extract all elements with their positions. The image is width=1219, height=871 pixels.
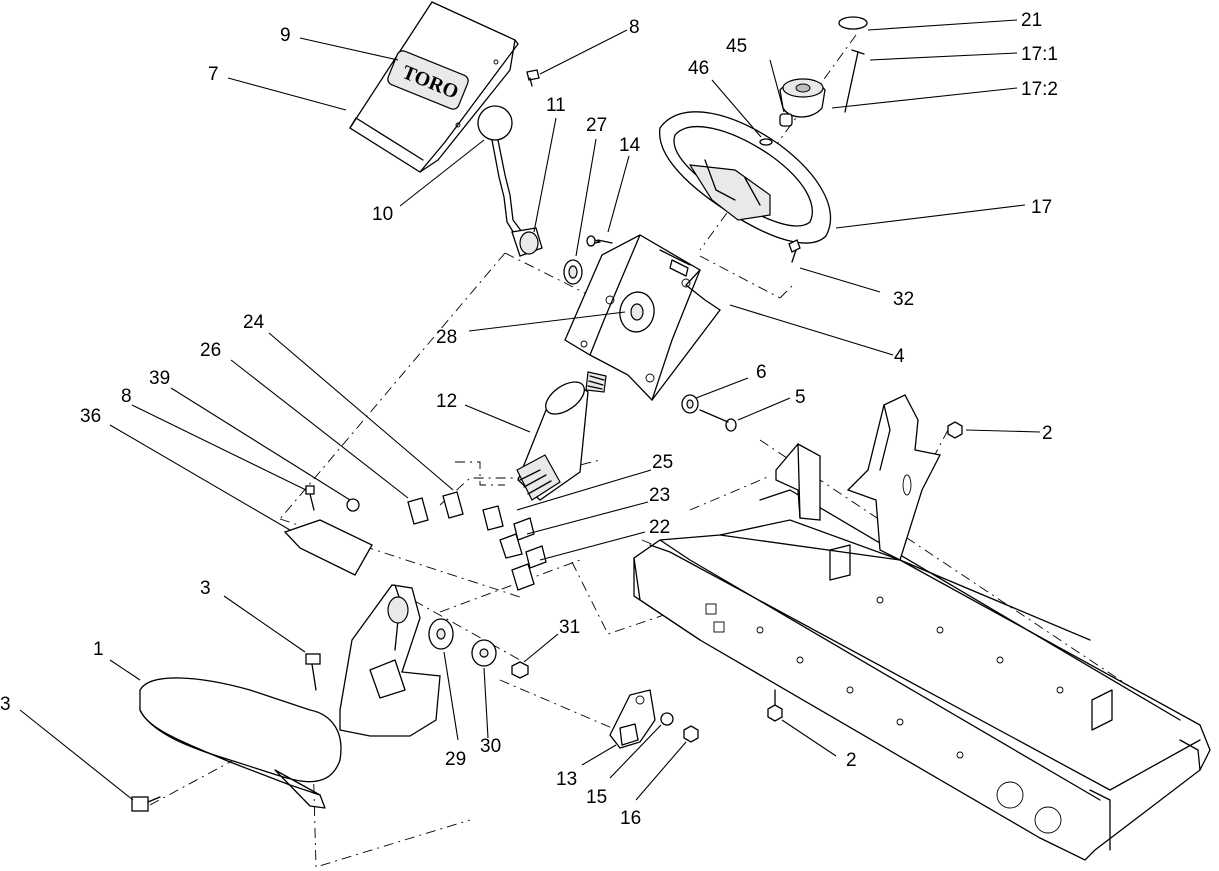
label-16: 16 — [620, 808, 641, 829]
washer-6 — [681, 394, 699, 414]
label-28: 28 — [436, 327, 457, 348]
label-17-1: 17:1 — [1021, 44, 1058, 65]
label-30: 30 — [480, 736, 501, 757]
fitting-22 — [511, 545, 547, 591]
steering-wheel — [659, 111, 831, 244]
label-8-left: 8 — [121, 386, 132, 407]
label-3-lower: 3 — [0, 694, 11, 715]
nut-2-upper — [947, 421, 963, 439]
label-9: 9 — [280, 25, 291, 46]
label-2-upper: 2 — [1042, 423, 1053, 444]
label-29: 29 — [445, 749, 466, 770]
label-21: 21 — [1021, 10, 1042, 31]
washer-46 — [759, 138, 773, 146]
washer-29 — [428, 618, 454, 650]
bolt-3-lower — [131, 796, 161, 812]
screw-8-left — [305, 485, 315, 511]
label-13: 13 — [556, 769, 577, 790]
fitting-23 — [499, 517, 535, 559]
bushing — [563, 259, 583, 285]
label-23: 23 — [649, 485, 670, 506]
nut-31 — [511, 661, 529, 679]
label-15: 15 — [586, 787, 607, 808]
part-labels: 21 17:1 17:2 17 9 7 8 45 46 11 27 14 10 … — [0, 10, 1058, 829]
label-31: 31 — [559, 617, 580, 638]
label-5: 5 — [795, 387, 806, 408]
label-24: 24 — [243, 312, 265, 333]
bolt-5 — [699, 409, 737, 432]
label-39: 39 — [149, 368, 170, 389]
center-cap — [838, 16, 868, 30]
washer-30 — [471, 639, 497, 667]
label-12: 12 — [436, 391, 457, 412]
label-36: 36 — [80, 406, 101, 427]
washer-15 — [660, 712, 674, 726]
label-2-lower: 2 — [846, 750, 857, 771]
label-8-top: 8 — [629, 17, 640, 38]
spacer-45 — [779, 113, 793, 127]
label-14: 14 — [619, 135, 641, 156]
cover-panel: TORO — [349, 1, 519, 173]
label-17: 17 — [1031, 197, 1052, 218]
nut-39 — [346, 498, 360, 512]
label-32: 32 — [893, 289, 914, 310]
wheel-hub-cap — [779, 78, 826, 118]
bolt-3-upper — [305, 653, 321, 691]
fitting-25 — [482, 505, 504, 531]
label-27: 27 — [586, 115, 607, 136]
leader-lines — [19, 19, 1041, 801]
screw-32 — [788, 239, 801, 263]
brake-pedal — [139, 584, 441, 809]
label-22: 22 — [649, 517, 670, 538]
nut-2-lower — [767, 689, 783, 722]
screw-8-top — [526, 69, 540, 87]
label-11: 11 — [546, 95, 566, 116]
label-3-upper: 3 — [200, 578, 211, 599]
bracket-36 — [283, 519, 373, 576]
label-46: 46 — [688, 58, 709, 79]
arm-13 — [609, 689, 656, 749]
washer-28 — [619, 291, 655, 333]
label-1: 1 — [93, 639, 104, 660]
nut-16 — [683, 725, 699, 743]
fitting-24 — [442, 491, 464, 519]
label-6: 6 — [756, 362, 767, 383]
label-25: 25 — [652, 452, 673, 473]
chassis-frame — [633, 394, 1211, 861]
hub-screw — [844, 49, 865, 113]
steering-valve — [516, 371, 607, 501]
fitting-26 — [407, 497, 429, 525]
label-4: 4 — [894, 346, 905, 367]
label-10: 10 — [372, 204, 393, 225]
label-26: 26 — [200, 340, 221, 361]
shift-lever — [477, 105, 543, 257]
bolt-14 — [586, 235, 613, 247]
label-7: 7 — [208, 64, 219, 85]
label-17-2: 17:2 — [1021, 79, 1058, 100]
label-45: 45 — [726, 36, 747, 57]
